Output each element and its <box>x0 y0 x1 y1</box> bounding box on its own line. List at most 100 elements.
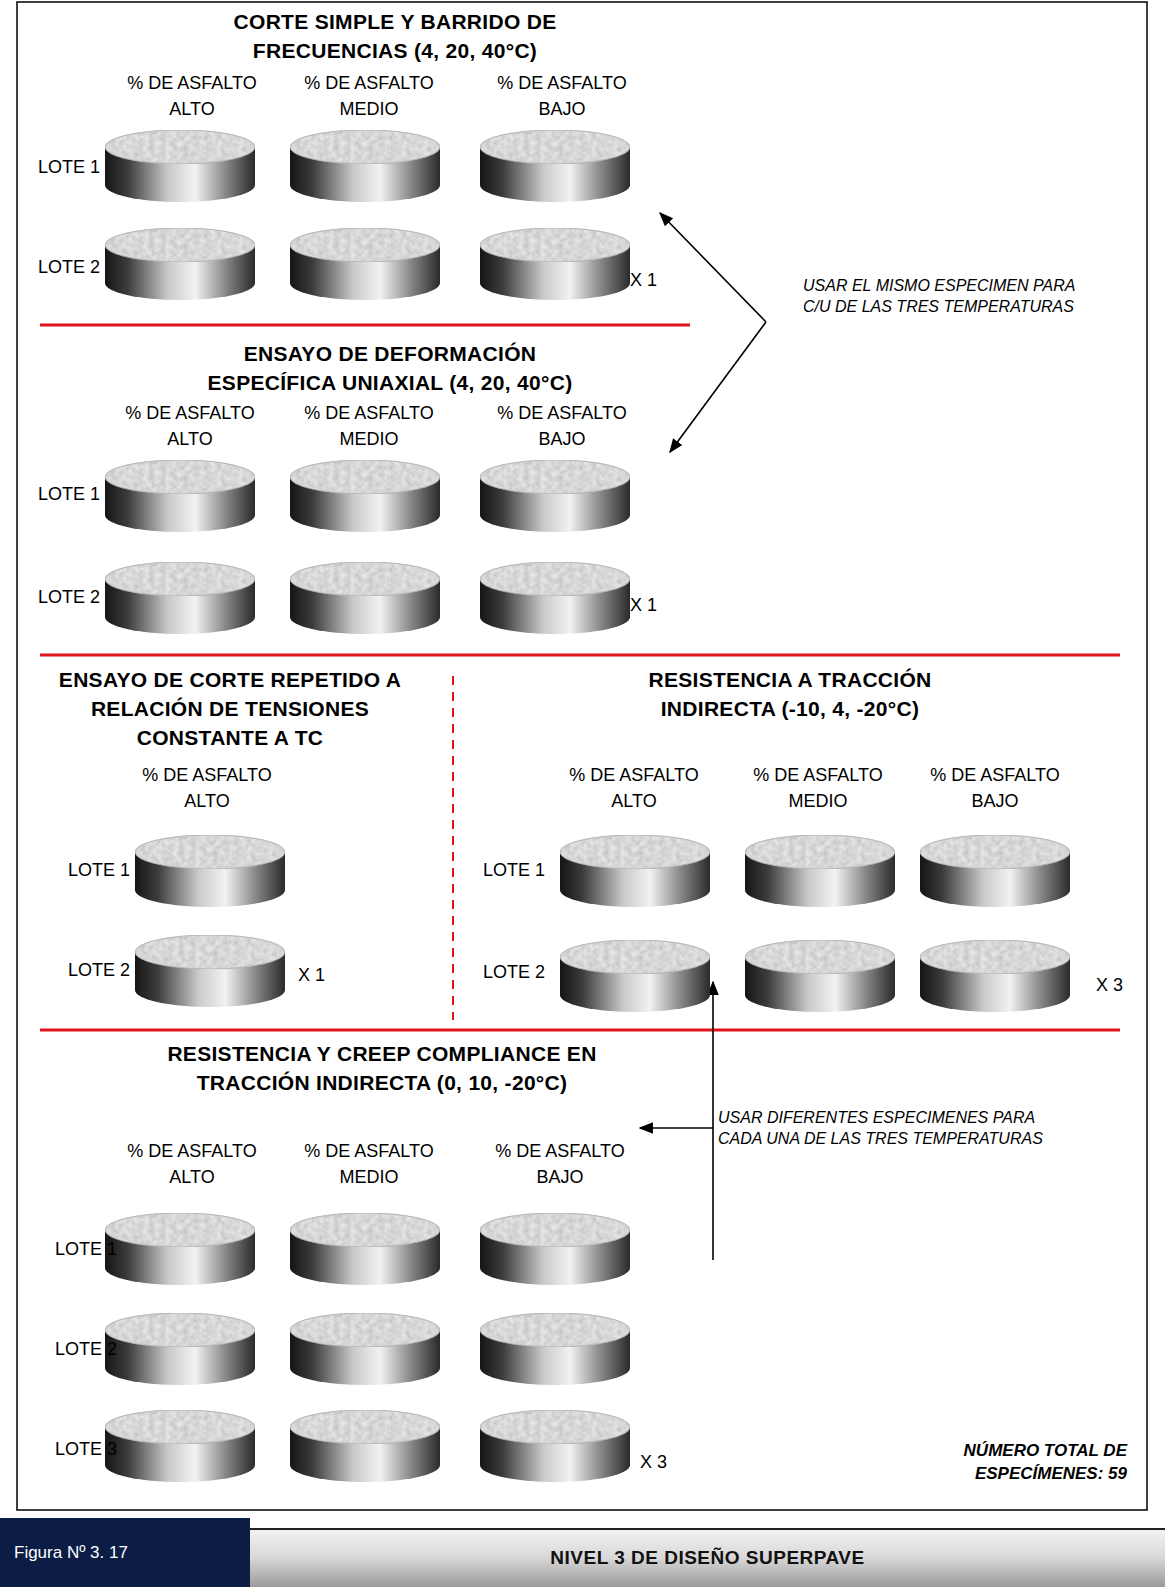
specimen-cylinder <box>290 228 440 300</box>
specimen-cylinder <box>105 130 255 202</box>
multiplier-label: X 1 <box>630 593 660 618</box>
cylinder-top <box>560 940 710 974</box>
specimen-cylinder <box>135 835 285 907</box>
total-count: NÚMERO TOTAL DE ESPECÍMENES: 59 <box>907 1440 1127 1486</box>
column-label: % DE ASFALTO ALTO <box>559 762 709 814</box>
column-label: % DE ASFALTO BAJO <box>487 70 637 122</box>
row-label: LOTE 2 <box>68 958 133 983</box>
row-label: LOTE 2 <box>38 585 103 610</box>
cylinder-top <box>480 228 630 262</box>
cylinder-top <box>290 460 440 494</box>
column-label: % DE ASFALTO MEDIO <box>743 762 893 814</box>
specimen-cylinder <box>290 1410 440 1482</box>
column-label: % DE ASFALTO BAJO <box>487 400 637 452</box>
cylinder-top <box>105 1213 255 1247</box>
specimen-cylinder <box>105 460 255 532</box>
section-heading: RESISTENCIA A TRACCIÓN INDIRECTA (-10, 4… <box>598 666 982 724</box>
footer-band-ground <box>250 1528 1165 1587</box>
specimen-cylinder <box>290 562 440 634</box>
cylinder-top <box>290 130 440 164</box>
cylinder-top <box>560 835 710 869</box>
cylinder-top <box>745 940 895 974</box>
specimen-cylinder <box>105 1410 255 1482</box>
cylinder-top <box>105 1313 255 1347</box>
column-label: % DE ASFALTO MEDIO <box>294 1138 444 1190</box>
section-divider <box>40 1029 1120 1032</box>
cylinder-top <box>290 562 440 596</box>
figure-frame <box>17 2 1147 1510</box>
specimen-cylinder <box>480 130 630 202</box>
cylinder-top <box>745 835 895 869</box>
multiplier-label: X 3 <box>1096 973 1126 998</box>
specimen-cylinder <box>105 562 255 634</box>
specimen-cylinder <box>480 460 630 532</box>
row-label: LOTE 1 <box>55 1237 120 1262</box>
leader-arrow <box>670 322 766 452</box>
column-label: % DE ASFALTO ALTO <box>117 70 267 122</box>
figure-number-box: Figura Nº 3. 17 <box>0 1518 250 1587</box>
cylinder-top <box>480 1213 630 1247</box>
note-text: USAR DIFERENTES ESPECIMENES PARA CADA UN… <box>718 1108 1048 1150</box>
row-label: LOTE 1 <box>68 858 133 883</box>
cylinder-top <box>920 940 1070 974</box>
column-label: % DE ASFALTO MEDIO <box>294 70 444 122</box>
specimen-cylinder <box>105 1313 255 1385</box>
specimen-cylinder <box>920 940 1070 1012</box>
section-heading: CORTE SIMPLE Y BARRIDO DE FRECUENCIAS (4… <box>162 8 629 66</box>
row-label: LOTE 2 <box>483 960 548 985</box>
leader-arrow <box>640 1127 713 1129</box>
multiplier-label: X 1 <box>630 268 660 293</box>
specimen-cylinder <box>290 1213 440 1285</box>
caption-band: NIVEL 3 DE DISEÑO SUPERPAVE <box>250 1528 1165 1587</box>
specimen-cylinder <box>745 940 895 1012</box>
specimen-cylinder <box>920 835 1070 907</box>
specimen-cylinder <box>480 562 630 634</box>
row-label: LOTE 2 <box>55 1337 120 1362</box>
specimen-cylinder <box>745 835 895 907</box>
specimen-cylinder <box>290 460 440 532</box>
row-label: LOTE 1 <box>483 858 548 883</box>
column-label: % DE ASFALTO BAJO <box>485 1138 635 1190</box>
specimen-cylinder <box>290 1313 440 1385</box>
cylinder-top <box>480 562 630 596</box>
cylinder-top <box>105 130 255 164</box>
cylinder-top <box>290 1313 440 1347</box>
column-label: % DE ASFALTO ALTO <box>117 1138 267 1190</box>
specimen-cylinder <box>560 940 710 1012</box>
leader-arrow <box>712 982 714 1260</box>
cylinder-top <box>105 460 255 494</box>
cylinder-top <box>105 1410 255 1444</box>
specimen-cylinder <box>480 1410 630 1482</box>
column-label: % DE ASFALTO BAJO <box>920 762 1070 814</box>
section-divider <box>40 324 690 327</box>
cylinder-top <box>135 935 285 969</box>
section-heading: ENSAYO DE DEFORMACIÓN ESPECÍFICA UNIAXIA… <box>184 340 596 398</box>
cylinder-top <box>480 130 630 164</box>
cylinder-top <box>105 228 255 262</box>
specimen-cylinder <box>290 130 440 202</box>
specimen-cylinder <box>480 1313 630 1385</box>
row-label: LOTE 2 <box>38 255 103 280</box>
cylinder-top <box>105 562 255 596</box>
column-label: % DE ASFALTO ALTO <box>132 762 282 814</box>
column-divider <box>452 676 454 1020</box>
cylinder-top <box>290 1410 440 1444</box>
section-heading: RESISTENCIA Y CREEP COMPLIANCE EN TRACCI… <box>156 1040 608 1098</box>
node-text: NIVEL 3 DE DISEÑO SUPERPAVE <box>550 1547 864 1569</box>
cylinder-top <box>290 1213 440 1247</box>
specimen-cylinder <box>105 1213 255 1285</box>
column-label: % DE ASFALTO ALTO <box>115 400 265 452</box>
specimen-group <box>105 130 1070 1482</box>
row-label: LOTE 1 <box>38 155 103 180</box>
note-text: USAR EL MISMO ESPECIMEN PARA C/U DE LAS … <box>803 276 1093 318</box>
specimen-cylinder <box>135 935 285 1007</box>
cylinder-top <box>920 835 1070 869</box>
row-label: LOTE 1 <box>38 482 103 507</box>
footer-band-rule <box>250 1528 1165 1530</box>
column-label: % DE ASFALTO MEDIO <box>294 400 444 452</box>
specimen-cylinder <box>480 228 630 300</box>
cylinder-top <box>480 1410 630 1444</box>
specimen-cylinder <box>105 228 255 300</box>
